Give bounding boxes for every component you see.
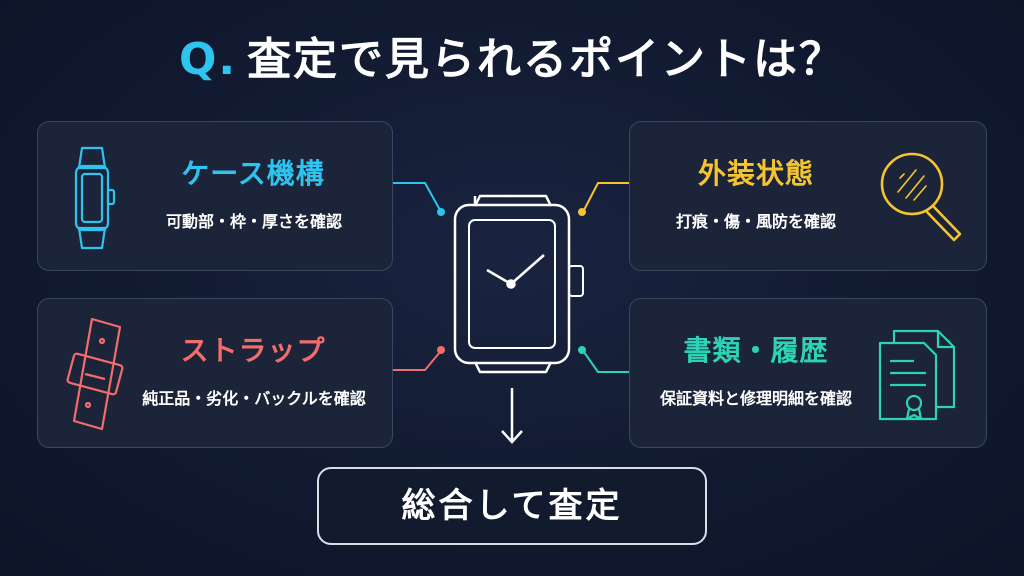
result-box: 総合して査定 bbox=[317, 467, 707, 545]
magnifier-icon bbox=[880, 152, 962, 242]
card-strap-title: ストラップ bbox=[180, 334, 326, 367]
card-exterior-title: 外装状態 bbox=[697, 157, 814, 190]
card-case-mechanism: ケース機構 可動部・枠・厚さを確認 bbox=[37, 121, 393, 271]
title-text: 査定で見られるポイントは？ bbox=[247, 34, 846, 85]
page-title: Q.査定で見られるポイントは？ bbox=[0, 30, 1024, 90]
connector-strap bbox=[393, 346, 445, 371]
card-docs-title: 書類・履歴 bbox=[683, 334, 829, 367]
card-case-title: ケース機構 bbox=[181, 157, 325, 190]
card-docs-subtitle: 保証資料と修理明細を確認 bbox=[659, 389, 852, 408]
card-exterior-condition: 外装状態 打痕・傷・風防を確認 bbox=[629, 121, 987, 271]
card-case-subtitle: 可動部・枠・厚さを確認 bbox=[165, 212, 342, 231]
card-exterior-subtitle: 打痕・傷・風防を確認 bbox=[675, 212, 836, 231]
strap-icon bbox=[66, 317, 124, 431]
watch-case-icon bbox=[74, 146, 116, 250]
result-label: 総合して査定 bbox=[401, 486, 623, 526]
wristwatch-icon bbox=[453, 194, 584, 374]
card-strap: ストラップ 純正品・劣化・バックルを確認 bbox=[37, 298, 393, 448]
card-strap-subtitle: 純正品・劣化・バックルを確認 bbox=[142, 389, 366, 408]
documents-icon bbox=[878, 329, 956, 421]
connector-docs bbox=[578, 346, 629, 373]
title-q: Q. bbox=[178, 34, 238, 85]
connector-case bbox=[393, 182, 445, 216]
connector-exterior bbox=[578, 182, 629, 216]
card-documents-history: 書類・履歴 保証資料と修理明細を確認 bbox=[629, 298, 987, 448]
down-arrow-icon bbox=[501, 388, 523, 444]
